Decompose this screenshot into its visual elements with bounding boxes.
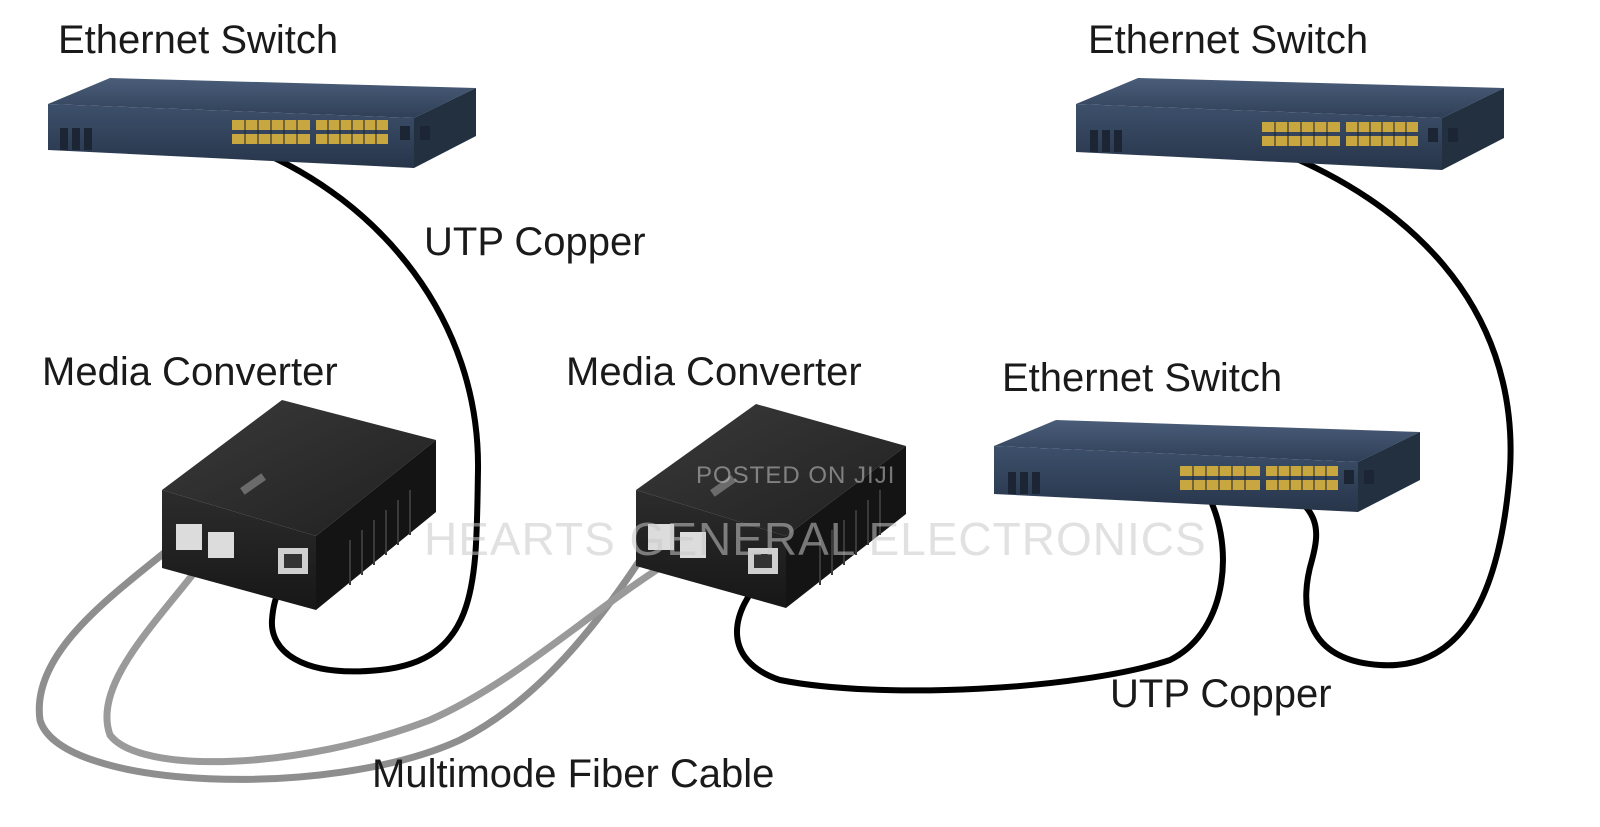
fiber-cable-label: Multimode Fiber Cable (372, 752, 775, 796)
media-converter-icon (162, 400, 436, 610)
utp-copper-label-top: UTP Copper (424, 220, 646, 264)
watermark-posted: POSTED ON JIJI (696, 462, 896, 489)
fiber-cable-a (35, 536, 644, 783)
ethernet-switch-icon (1076, 78, 1504, 170)
fiber-cable-group (35, 536, 684, 783)
utp-cable-middle (734, 487, 1226, 694)
converter-label-middle: Media Converter (566, 350, 862, 394)
media-converter-icon (636, 404, 906, 608)
switch-label-middle-right: Ethernet Switch (1002, 356, 1283, 400)
ethernet-switch-icon (994, 420, 1420, 512)
ethernet-switch-icon (48, 78, 476, 168)
switch-label-top-left: Ethernet Switch (58, 18, 339, 62)
fiber-cable-b (103, 541, 684, 766)
utp-copper-label-bottom: UTP Copper (1110, 672, 1332, 716)
switch-label-top-right: Ethernet Switch (1088, 18, 1369, 62)
converter-label-left: Media Converter (42, 350, 338, 394)
watermark-seller: HEARTS GENERAL ELECTRONICS (424, 513, 1207, 565)
utp-cable-right (1277, 149, 1514, 669)
utp-cable-group (249, 145, 1514, 694)
utp-cable-left (249, 145, 482, 675)
